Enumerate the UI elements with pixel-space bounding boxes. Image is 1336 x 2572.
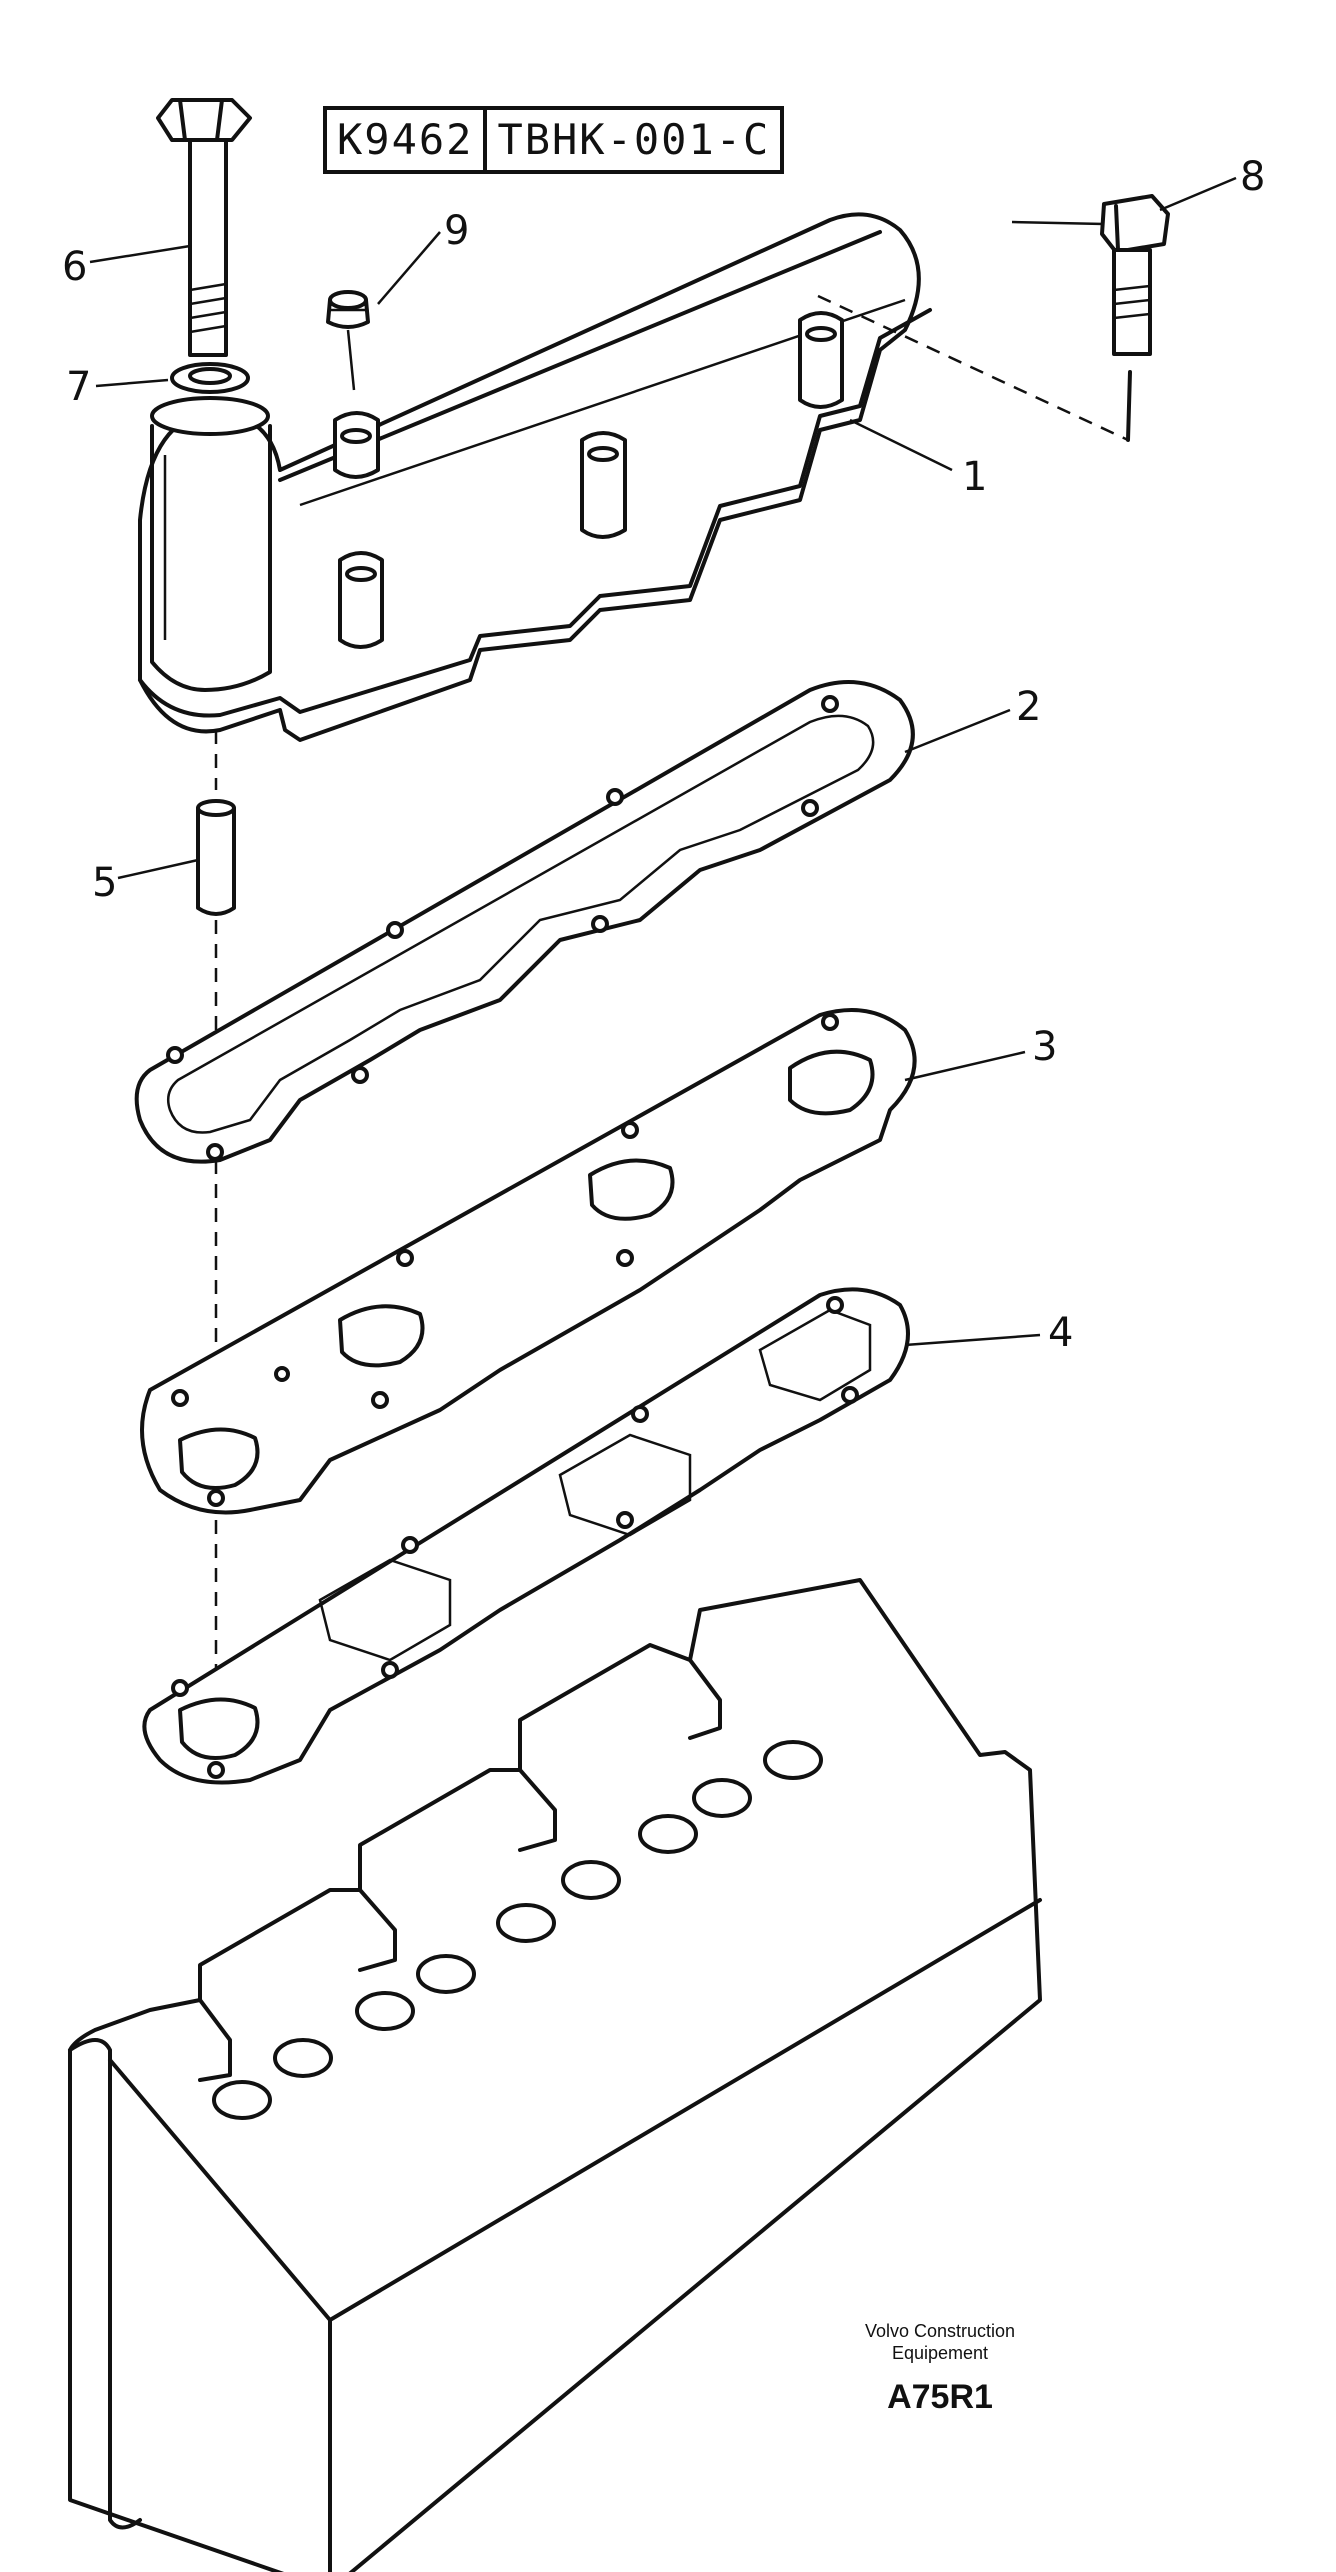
callout-3: 3 <box>1032 1024 1057 1070</box>
drawing-code: A75R1 <box>887 2378 993 2416</box>
footer-credit: Volvo Construction Equipement A75R1 <box>800 2320 1080 2417</box>
dowel-part <box>196 730 236 1780</box>
callout-numbers: 1 2 3 4 5 6 7 8 9 <box>62 154 1265 1356</box>
brand-line-1: Volvo Construction <box>864 2321 1016 2341</box>
callout-8: 8 <box>1240 154 1265 200</box>
callout-2: 2 <box>1016 684 1041 730</box>
gasket-lower-part <box>142 1287 910 1785</box>
callout-1: 1 <box>962 454 987 500</box>
gasket-upper-part <box>134 680 915 1164</box>
callout-4: 4 <box>1048 1310 1073 1356</box>
valve-cover-part <box>138 212 1132 742</box>
callout-5: 5 <box>92 860 117 906</box>
cap-part <box>326 290 370 391</box>
reference-code-box: K9462 TBHK-001-C <box>323 106 785 174</box>
reference-code-right: TBHK-001-C <box>497 115 771 164</box>
cylinder-head-block <box>68 1578 1042 2572</box>
callout-7: 7 <box>66 364 91 410</box>
bolt-short-part <box>1100 194 1170 356</box>
bolt-long-part <box>156 98 252 357</box>
callout-9: 9 <box>444 208 469 254</box>
reference-code-left: K9462 <box>327 110 488 170</box>
brand-line-2: Equipement <box>891 2343 989 2363</box>
leader-lines <box>89 220 1105 1347</box>
callout-6: 6 <box>62 244 87 290</box>
washer-part <box>170 362 250 394</box>
gasket-middle-part <box>140 1008 917 1515</box>
